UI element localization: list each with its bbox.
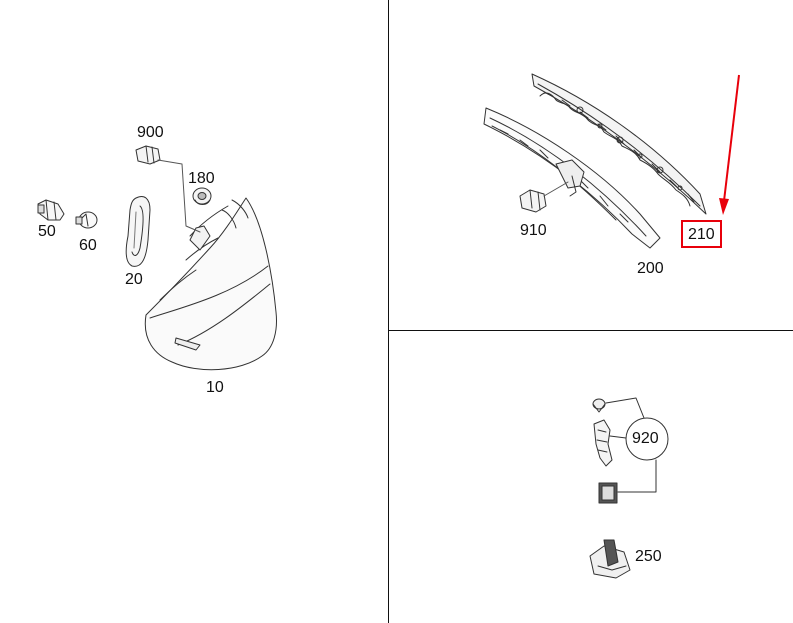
socket-920-icon bbox=[598, 482, 618, 504]
part-label-60: 60 bbox=[79, 237, 97, 254]
bulb-socket-50-icon bbox=[37, 199, 65, 221]
bracket-920-icon bbox=[593, 419, 613, 467]
panel-divider-vertical bbox=[388, 0, 389, 623]
light-strip-200 bbox=[483, 107, 661, 249]
part-label-10: 10 bbox=[206, 379, 224, 396]
nut-180-icon bbox=[192, 187, 212, 205]
light-strip-210 bbox=[531, 73, 707, 215]
bulb-60-icon bbox=[75, 211, 98, 229]
tail-lamp-housing bbox=[144, 197, 277, 371]
part-label-180: 180 bbox=[188, 170, 215, 187]
clip-900-icon bbox=[135, 145, 161, 165]
connector-250-icon bbox=[589, 539, 631, 579]
part-label-20: 20 bbox=[125, 271, 143, 288]
part-label-910: 910 bbox=[520, 222, 547, 239]
highlight-arrow bbox=[719, 74, 740, 215]
part-label-210: 210 bbox=[688, 226, 715, 243]
part-label-50: 50 bbox=[38, 223, 56, 240]
part-label-200: 200 bbox=[637, 260, 664, 277]
part-label-920: 920 bbox=[632, 430, 659, 447]
part-label-250: 250 bbox=[635, 548, 662, 565]
clip-910-icon bbox=[519, 189, 547, 213]
highlight-box-210 bbox=[681, 220, 722, 248]
panel-divider-horizontal bbox=[388, 330, 793, 331]
screw-920-icon bbox=[592, 398, 606, 413]
gasket-20-icon bbox=[125, 196, 151, 267]
part-label-900: 900 bbox=[137, 124, 164, 141]
